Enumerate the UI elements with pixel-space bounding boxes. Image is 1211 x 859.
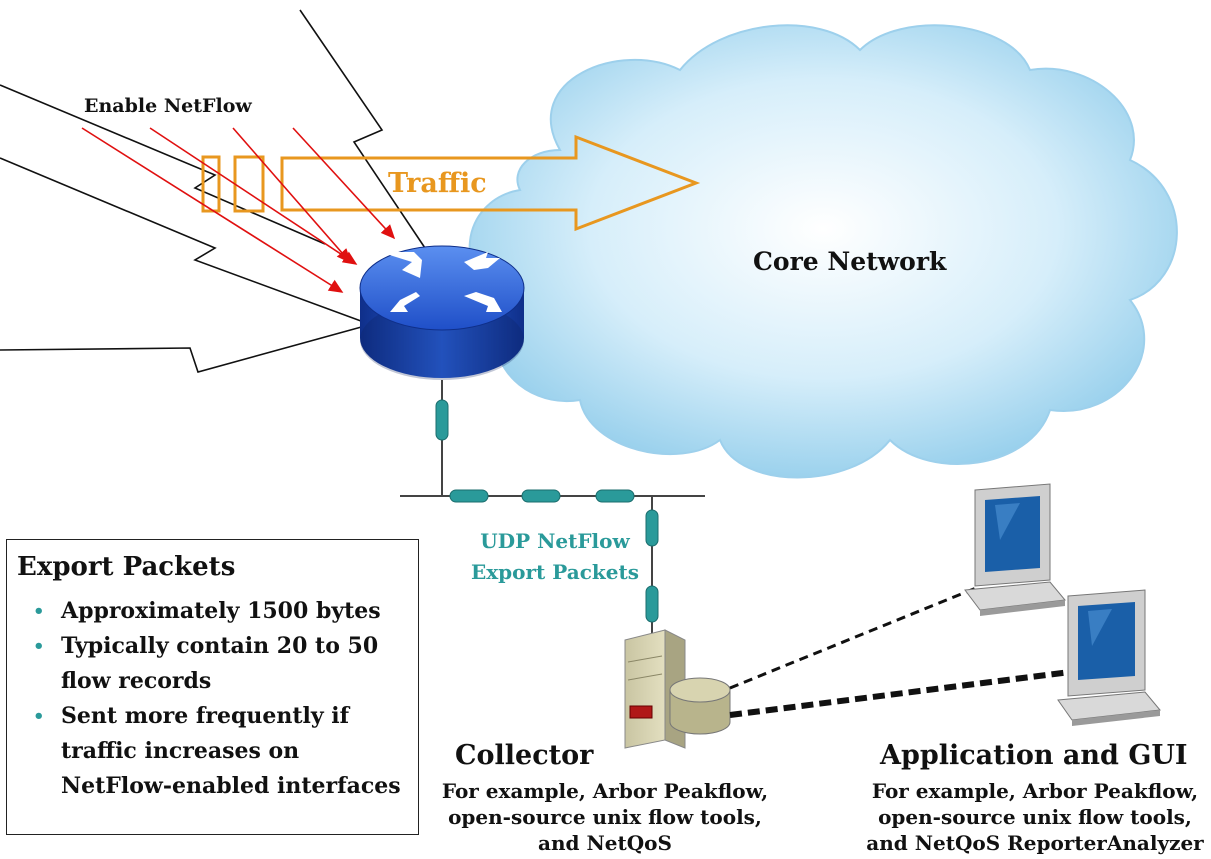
workstation-links: [729, 586, 1071, 718]
collector-server-icon: [624, 629, 731, 749]
application-gui-title: Application and GUI: [880, 740, 1188, 771]
router-icon: [359, 245, 525, 380]
application-gui-description: For example, Arbor Peakflow, open-source…: [866, 779, 1204, 855]
bullet-icon: •: [33, 706, 45, 727]
enable-arrows: [81, 127, 396, 293]
collector-title: Collector: [455, 740, 594, 771]
wan-links: [0, 9, 426, 373]
network-cable: [400, 380, 705, 648]
collector-description: For example, Arbor Peakflow, open-source…: [441, 779, 769, 855]
bullet-icon: •: [33, 601, 45, 622]
udp-label-line2: Export Packets: [471, 560, 639, 584]
export-packets-title: Export Packets: [17, 552, 236, 582]
bullet-icon: •: [33, 636, 45, 657]
export-packets-box: Export Packets •Approximately 1500 bytes…: [6, 539, 419, 835]
traffic-label: Traffic: [388, 168, 487, 199]
workstation-icon: [1057, 589, 1161, 726]
list-item: •Approximately 1500 bytes: [7, 594, 411, 629]
core-network-label: Core Network: [753, 247, 947, 276]
udp-export-label: UDP NetFlow Export Packets: [455, 526, 655, 588]
workstation-icon: [964, 483, 1066, 616]
udp-label-line1: UDP NetFlow: [480, 529, 630, 553]
export-packets-list: •Approximately 1500 bytes •Typically con…: [7, 594, 411, 804]
list-item: •Typically contain 20 to 50 flow records: [7, 629, 411, 699]
list-item: •Sent more frequently if traffic increas…: [7, 699, 411, 804]
enable-netflow-label: Enable NetFlow: [84, 95, 252, 117]
